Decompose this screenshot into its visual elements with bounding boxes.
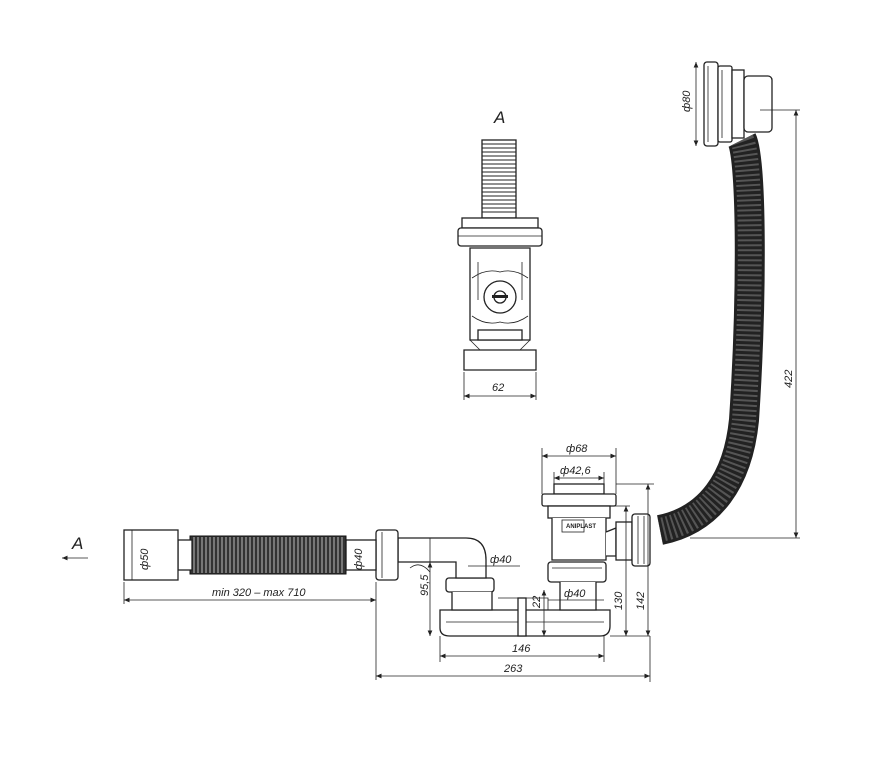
height-95-label: 95,5 [419, 574, 431, 596]
plug-inner-diameter-label: ф42,6 [560, 465, 591, 477]
brand-logo: ANIPLAST [566, 524, 596, 530]
height-22-label: 22 [531, 596, 543, 609]
width-263-label: 263 [503, 663, 523, 675]
view-a-detail: A 62 [457, 108, 543, 400]
plug-nut [547, 561, 607, 583]
height-130-label: 130 [613, 591, 625, 610]
plug-outer-diameter-label: ф68 [566, 443, 588, 455]
trap-riser [445, 577, 597, 611]
extension-hose [123, 529, 347, 581]
view-a-title: A [493, 108, 505, 127]
outlet-adapter-label: ф40 [353, 548, 365, 570]
hose-length-label: 422 [783, 370, 795, 388]
extension-range-label: min 320 – max 710 [212, 587, 306, 599]
overflow-connector [605, 513, 651, 567]
outlet-elbow [345, 529, 487, 581]
section-marker: A [71, 534, 83, 553]
width-146-label: 146 [512, 643, 531, 655]
overflow-diameter-label: ф80 [681, 90, 693, 112]
overflow-hose [656, 133, 765, 545]
threaded-pipe [481, 139, 517, 219]
trap-pipe-diameter-label: ф40 [490, 554, 512, 566]
overflow-head: ф80 [681, 61, 773, 147]
trap-bowl [439, 597, 611, 637]
view-a-width-label: 62 [492, 382, 504, 394]
height-142-label: 142 [635, 592, 647, 610]
bath-plug: ANIPLAST [541, 483, 617, 561]
outlet-diameter-label: ф50 [139, 548, 151, 570]
drain-diameter-label: ф40 [564, 588, 586, 600]
